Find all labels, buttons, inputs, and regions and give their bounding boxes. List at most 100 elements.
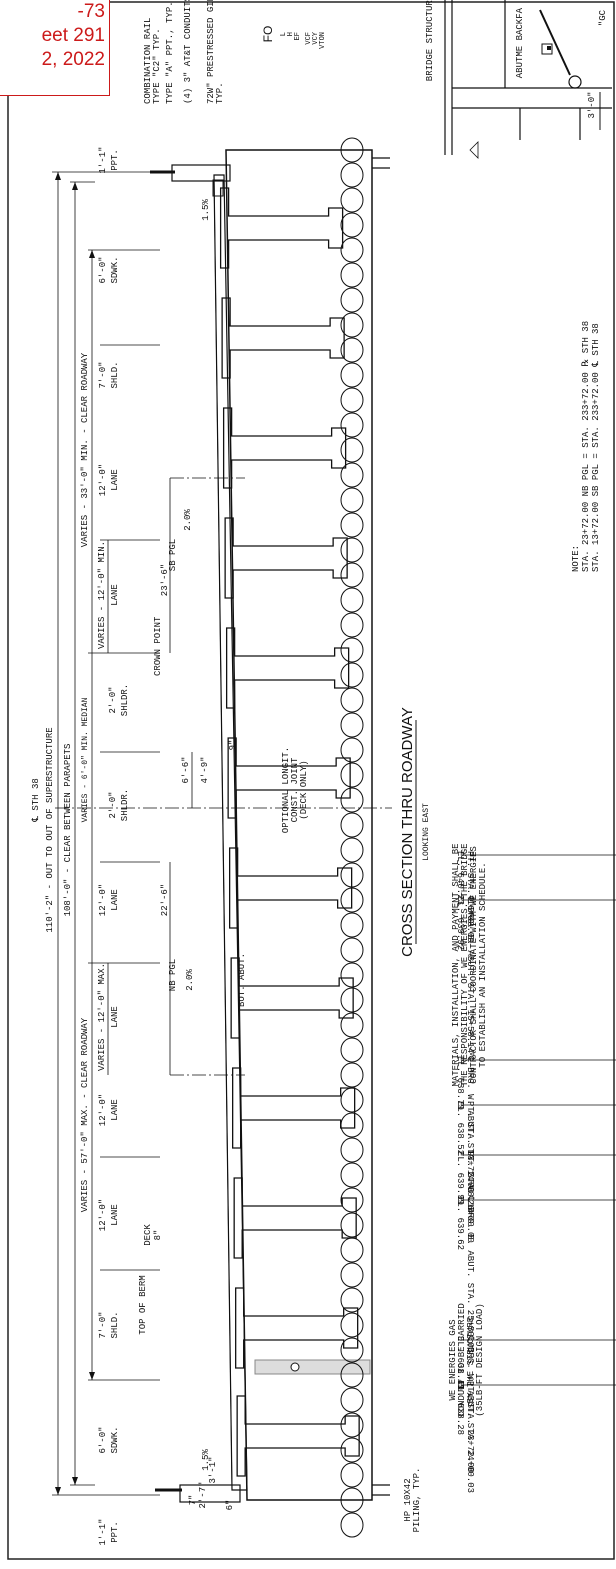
detail-abbrev: L	[280, 32, 288, 36]
crown-point-label: CROWN POINT	[153, 616, 163, 676]
berm-stone	[340, 337, 364, 363]
deck-label: DECK	[143, 1224, 153, 1246]
materials-note: MATERIALS, INSTALLATION, AND PAYMENT SHA…	[451, 843, 461, 1086]
berm-stone	[340, 1362, 364, 1388]
girder	[224, 517, 348, 599]
detail-abbrev: VTON	[319, 32, 327, 49]
berm-stone	[340, 487, 364, 513]
stamp-line-2: eet 291	[41, 25, 105, 46]
berm-stone	[340, 962, 364, 988]
berm-stone	[340, 1462, 364, 1488]
berm-stone	[340, 1012, 364, 1038]
berm-stone	[340, 1437, 364, 1463]
segment-name: PPT.	[110, 1521, 120, 1543]
drawing-subtitle: LOOKING EAST	[422, 803, 431, 861]
stamp-line-3: 2, 2022	[41, 49, 105, 70]
berm-riprap	[340, 137, 364, 1538]
parapet-bottom	[179, 1484, 241, 1503]
dim-3-1: 3'-1"	[208, 1456, 218, 1483]
piling-callout: PILING, TYP.	[412, 1468, 422, 1533]
girder	[235, 1287, 359, 1369]
berm-stone	[340, 537, 364, 563]
segment-dimension: 6'-0"	[98, 256, 108, 283]
berm-stone	[340, 887, 364, 913]
gas-conduit-callout: CONDUIT TO BE CARRIED	[457, 1303, 467, 1416]
slope-1: 2.0%	[183, 509, 193, 531]
berm-stone	[340, 1237, 364, 1263]
dim-6: 6"	[225, 1500, 235, 1511]
parapet-top	[171, 164, 231, 182]
detail-abbrev: H	[287, 32, 295, 36]
profile-station: ℄ BRG. E. ABUT. STA. 25+50.03	[465, 1195, 475, 1353]
drawing-title: CROSS SECTION THRU ROADWAY	[399, 707, 416, 957]
parapet-callout: TYPE "A" PPT., TYP.	[165, 1, 175, 104]
girder	[232, 1067, 356, 1149]
girder	[225, 627, 350, 709]
berm-stone	[340, 362, 364, 388]
segment-name: LANE	[110, 584, 120, 606]
lane-varies-right-label: VARIES - 12'-0" MIN.	[97, 541, 107, 649]
berm-stone	[340, 137, 364, 163]
segment-name: LANE	[110, 1006, 120, 1028]
clear-roadway-left-label: VARIES - 57'-0" MAX. - CLEAR ROADWAY	[80, 1017, 90, 1212]
profile-station: PT. STA. 26+00.00	[465, 1151, 475, 1243]
segment-name: LANE	[110, 1204, 120, 1226]
centerlines	[55, 477, 392, 1076]
dim-7: 7"	[188, 1495, 198, 1506]
segment-name: LANE	[110, 1099, 120, 1121]
clear-roadway-right-label: VARIES - 33'-0" MIN. - CLEAR ROADWAY	[80, 352, 90, 547]
dimension-arrows	[55, 172, 95, 1495]
berm-stone	[340, 637, 364, 663]
dimension-text-group: 110'-2" - OUT TO OUT OF SUPERSTRUCTURE 1…	[31, 352, 107, 1212]
segment-name: SDWK.	[110, 256, 120, 283]
berm-stone	[340, 437, 364, 463]
revision-stamp: -73 eet 291 2, 2022	[0, 0, 110, 96]
berm-stone	[340, 587, 364, 613]
dimension-lines	[52, 171, 193, 1496]
berm-stone	[340, 812, 364, 838]
profile-elevation: EL. 638.28	[455, 1381, 465, 1435]
detail-abbrev: EF	[294, 32, 302, 40]
profile-station: PT. STA. 23+72.00	[465, 1381, 475, 1473]
berm-stone	[340, 387, 364, 413]
berm-stone	[340, 412, 364, 438]
berm-stone	[340, 1062, 364, 1088]
detail-dim: 3'-0"	[587, 91, 597, 118]
girder-callout: TYP.	[215, 82, 225, 104]
berm-stone	[340, 762, 364, 788]
berm-stone	[340, 987, 364, 1013]
berm-stone	[340, 787, 364, 813]
detail-title-fo: FO	[261, 26, 275, 43]
profile-station: ℄ BRG. W. ABUT. STA. 14+08.14	[465, 1055, 475, 1213]
girder	[222, 407, 347, 489]
berm-stone	[340, 712, 364, 738]
abutment-outline	[225, 149, 373, 1501]
profile-elevation: EL. 638.52	[455, 1101, 465, 1155]
segment-name: SHLDR.	[120, 684, 130, 716]
materials-note: THE RESPONSIBILITY OF WE ENERGIES. THE B…	[460, 843, 470, 1086]
berm-stone	[340, 562, 364, 588]
berm-stone	[340, 1162, 364, 1188]
sb-pgl-label: SB PGL	[168, 539, 178, 571]
berm-stone	[340, 1087, 364, 1113]
longit-joint-callout: CONST. JOINT	[290, 757, 300, 822]
berm-stone	[340, 1187, 364, 1213]
profile-station: ℄ BRG. W. ABUT. STA. 24+00.03	[465, 1335, 475, 1493]
abutment-detail	[444, 0, 612, 159]
girder	[230, 957, 354, 1039]
berm-stone	[340, 1037, 364, 1063]
segment-dimension: 2'-0"	[108, 791, 118, 818]
dim-4-9: 4'-9"	[200, 756, 210, 783]
berm-stone	[340, 737, 364, 763]
berm-stone	[340, 462, 364, 488]
girder	[236, 1395, 360, 1477]
stamp-line-1: -73	[77, 1, 105, 22]
profile-station: ℄ BRG. E. ABUT. STA. 15+58.14	[465, 895, 475, 1053]
berm-stone	[340, 1262, 364, 1288]
segment-dimension: 7'-0"	[98, 1311, 108, 1338]
segment-dimension: 12'-0"	[98, 1094, 108, 1126]
note-line-3: STA. 13+72.00 SB PGL = STA. 233+72.00 ℄ …	[591, 323, 601, 572]
